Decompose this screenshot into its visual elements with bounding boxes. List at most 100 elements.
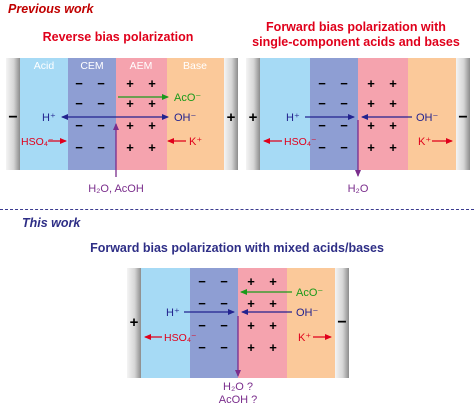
input-label: H₂O, AcOH	[88, 183, 144, 195]
cem-charge: −	[220, 318, 228, 333]
cem-charge: −	[75, 140, 83, 155]
aem-charge: +	[367, 96, 375, 111]
aem-layer	[238, 268, 287, 378]
acetate-ion: AcO⁻	[174, 92, 201, 104]
aem-charge: +	[367, 140, 375, 155]
aem-charge: +	[126, 96, 134, 111]
output-label-line1: H₂O ?	[223, 381, 253, 393]
aem-charge: +	[247, 318, 255, 333]
aem-fixed-charges: + + + + + + + +	[247, 274, 277, 355]
acid-compartment	[260, 58, 310, 170]
proton-ion: H⁺	[286, 112, 300, 124]
aem-fixed-charges: + + + + + + + +	[367, 76, 397, 155]
cem-charge: −	[340, 76, 348, 91]
aem-charge: +	[367, 118, 375, 133]
cem-charge: −	[220, 274, 228, 289]
forward-bias-heading: Forward bias polarization with single-co…	[240, 20, 472, 50]
right-electrode-sign: −	[337, 314, 346, 331]
cem-layer	[190, 268, 238, 378]
mixed-bias-heading: Forward bias polarization with mixed aci…	[90, 241, 384, 255]
cem-charge: −	[97, 118, 105, 133]
left-electrode-sign: −	[8, 109, 17, 126]
aem-charge: +	[389, 140, 397, 155]
hso4-ion: HSO₄⁻	[164, 332, 197, 344]
right-electrode-sign: −	[458, 109, 467, 126]
cem-charge: −	[97, 76, 105, 91]
aem-charge: +	[269, 340, 277, 355]
cem-charge: −	[318, 76, 326, 91]
right-electrode-sign: +	[227, 109, 236, 126]
base-label: Base	[183, 60, 207, 72]
cem-layer	[68, 58, 116, 170]
acetate-ion: AcO⁻	[296, 287, 323, 299]
cem-charge: −	[220, 340, 228, 355]
left-electrode	[246, 58, 260, 170]
aem-fixed-charges: + + + + + + + +	[126, 76, 156, 155]
cem-fixed-charges: − − − − − − − −	[198, 274, 228, 355]
cem-fixed-charges: − − − − − − − −	[75, 76, 105, 155]
cem-charge: −	[75, 96, 83, 111]
cem-charge: −	[198, 296, 206, 311]
aem-charge: +	[126, 76, 134, 91]
aem-charge: +	[247, 296, 255, 311]
aem-charge: +	[247, 274, 255, 289]
aem-charge: +	[148, 118, 156, 133]
aem-label: AEM	[130, 60, 153, 72]
cem-charge: −	[198, 340, 206, 355]
aem-charge: +	[389, 118, 397, 133]
cem-charge: −	[198, 318, 206, 333]
hso4-ion: HSO₄⁻	[21, 136, 54, 148]
aem-charge: +	[126, 118, 134, 133]
this-work-label: This work	[22, 216, 81, 230]
left-electrode-sign: +	[249, 109, 258, 126]
hydroxide-ion: OH⁻	[174, 112, 197, 124]
section-divider	[0, 209, 474, 210]
aem-charge: +	[367, 76, 375, 91]
cem-charge: −	[318, 118, 326, 133]
output-label-line2: AcOH ?	[219, 394, 258, 406]
cem-charge: −	[318, 96, 326, 111]
proton-ion: H⁺	[42, 112, 56, 124]
base-compartment	[408, 58, 456, 170]
reverse-bias-heading: Reverse bias polarization	[42, 30, 194, 44]
potassium-ion: K⁺	[298, 332, 311, 344]
forward-heading-line2: single-component acids and bases	[252, 35, 460, 49]
base-compartment	[167, 58, 224, 170]
acid-compartment	[20, 58, 68, 170]
cem-charge: −	[340, 96, 348, 111]
left-electrode-sign: +	[130, 314, 139, 331]
cem-charge: −	[198, 274, 206, 289]
cem-label: CEM	[80, 60, 103, 72]
water-output-label: H₂O	[348, 183, 369, 195]
aem-charge: +	[269, 296, 277, 311]
aem-charge: +	[148, 140, 156, 155]
aem-layer	[116, 58, 167, 170]
left-electrode	[6, 58, 20, 170]
potassium-ion: K⁺	[418, 136, 431, 148]
acid-compartment	[141, 268, 190, 378]
cem-fixed-charges: − − − − − − − −	[318, 76, 348, 155]
cem-charge: −	[75, 118, 83, 133]
base-compartment	[287, 268, 335, 378]
aem-charge: +	[389, 76, 397, 91]
cem-charge: −	[97, 96, 105, 111]
aem-charge: +	[148, 96, 156, 111]
previous-work-label: Previous work	[8, 2, 94, 16]
aem-charge: +	[148, 76, 156, 91]
acid-label: Acid	[34, 60, 55, 72]
aem-charge: +	[247, 340, 255, 355]
right-electrode	[335, 268, 349, 378]
proton-ion: H⁺	[166, 307, 180, 319]
right-electrode	[224, 58, 238, 170]
potassium-ion: K⁺	[189, 136, 202, 148]
forward-heading-line1: Forward bias polarization with	[266, 20, 446, 34]
cem-charge: −	[75, 76, 83, 91]
hydroxide-ion: OH⁻	[296, 307, 319, 319]
cem-charge: −	[318, 140, 326, 155]
left-electrode	[127, 268, 141, 378]
aem-charge: +	[389, 96, 397, 111]
cem-charge: −	[220, 296, 228, 311]
